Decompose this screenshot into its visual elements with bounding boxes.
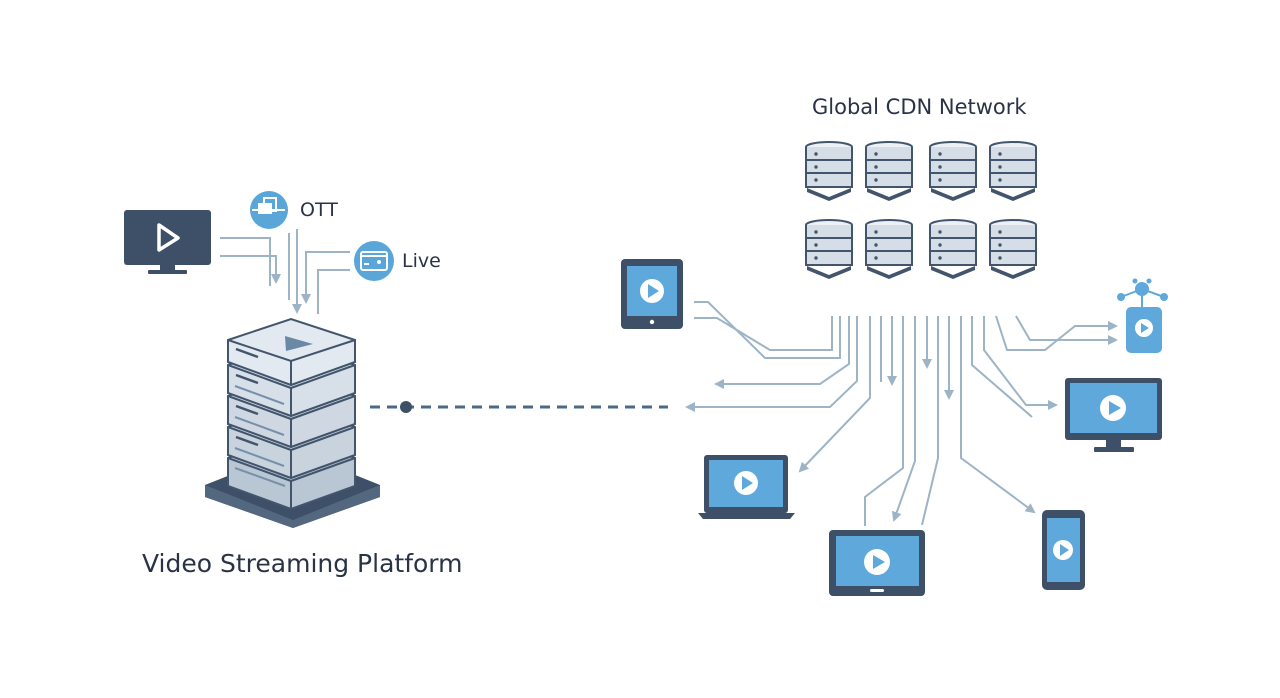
video-server-stack-icon <box>205 317 380 528</box>
tablet-play-icon <box>829 530 925 596</box>
smartphone-play-icon <box>1042 510 1085 590</box>
cdn-distribution-lines <box>685 301 1118 526</box>
source-monitor-icon <box>124 210 211 274</box>
ott-badge-label: OTT <box>300 199 338 221</box>
source-connections <box>220 229 350 314</box>
ott-badge-icon <box>250 191 288 229</box>
diagram-title: Global CDN Network <box>812 95 1027 119</box>
cdn-server-grid <box>805 141 1037 280</box>
cdn-server-icon <box>865 141 913 202</box>
monitor-play-icon <box>1065 378 1162 452</box>
cdn-server-icon <box>989 219 1037 280</box>
cdn-server-icon <box>805 219 853 280</box>
connected-device-icon <box>1117 278 1168 353</box>
platform-cdn-link <box>370 401 668 413</box>
laptop-play-icon <box>698 455 795 519</box>
platform-label: Video Streaming Platform <box>142 549 463 578</box>
cdn-server-icon <box>929 141 977 202</box>
cdn-server-icon <box>989 141 1037 202</box>
tablet-play-icon <box>621 259 683 329</box>
cdn-server-icon <box>805 141 853 202</box>
cdn-server-icon <box>865 219 913 280</box>
live-badge-icon <box>354 241 394 281</box>
cdn-server-icon <box>929 219 977 280</box>
live-badge-label: Live <box>402 250 441 272</box>
